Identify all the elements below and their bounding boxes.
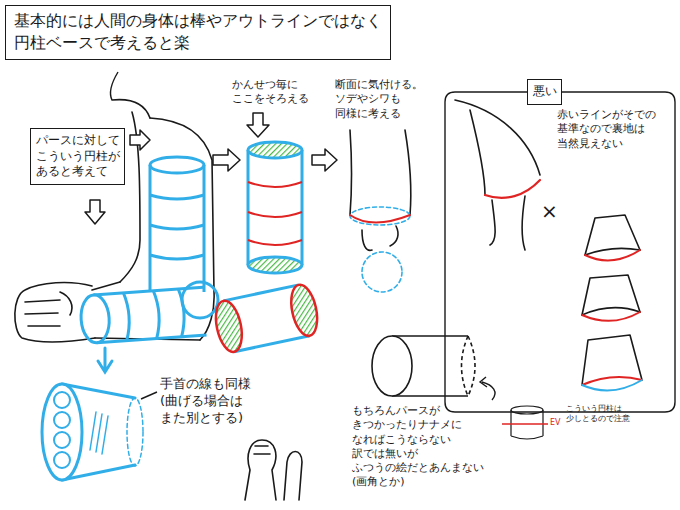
forearm-line bbox=[362, 226, 398, 250]
hand-circle bbox=[362, 252, 402, 292]
cylinder-side bbox=[248, 150, 302, 265]
forearm-cylinder bbox=[79, 287, 206, 344]
plain-cylinder bbox=[372, 336, 475, 396]
cylinder-top bbox=[248, 142, 302, 158]
cylinder-end bbox=[287, 282, 321, 338]
hollow-arrow bbox=[312, 149, 337, 171]
thumb bbox=[60, 292, 72, 315]
cylinder-end bbox=[42, 384, 82, 480]
joint-cylinder bbox=[248, 142, 302, 273]
bad-example-tag: 悪い bbox=[527, 79, 562, 105]
title-box: 基本的には人間の身体は棒やアウトラインではなく 円柱ベースで考えると楽 bbox=[5, 5, 391, 60]
finger-lines bbox=[25, 300, 60, 326]
shoulder-line bbox=[112, 100, 150, 118]
cylinder-top bbox=[511, 406, 543, 414]
perspective-note: もちろんパースが きつかったりナナメに なればこうならない 訳では無いが ふつう… bbox=[352, 404, 484, 490]
joint-note: かんせつ毎に ここをそろえる bbox=[232, 78, 309, 107]
wrist-cylinder bbox=[42, 348, 143, 480]
forearm-contour bbox=[92, 282, 120, 290]
note-box: パースに対して こういう円柱が あると考えて bbox=[30, 128, 125, 185]
sleeve-hem bbox=[350, 215, 410, 223]
finger-lines bbox=[254, 446, 270, 454]
sleeve-edge bbox=[455, 100, 540, 195]
cylinder-end bbox=[372, 336, 412, 396]
tilted-cylinder bbox=[212, 282, 322, 354]
wrist-note: 手首の線も同様 (曲げる場合は また別とする) bbox=[160, 376, 251, 427]
finger-circle bbox=[54, 432, 70, 448]
cross-section-note: 断面に気付ける。 ソデやシワも 同様に考える bbox=[335, 78, 423, 121]
hollow-arrow bbox=[247, 113, 269, 137]
sleeve-hem bbox=[582, 312, 640, 321]
cross-section bbox=[582, 380, 642, 390]
finger-circle bbox=[54, 392, 70, 408]
sleeve-hem bbox=[585, 250, 640, 260]
arm-cylinders bbox=[79, 157, 218, 344]
sleeve-shape bbox=[582, 275, 640, 315]
sleeve-edge bbox=[350, 130, 411, 215]
fist bbox=[284, 452, 302, 501]
cross-mark: × bbox=[541, 198, 558, 224]
fist bbox=[245, 440, 276, 500]
hollow-arrow bbox=[85, 200, 105, 224]
sleeve-examples bbox=[582, 215, 642, 390]
cylinder-ring bbox=[123, 289, 185, 341]
elbow-joint bbox=[182, 282, 218, 318]
forearm-line bbox=[490, 196, 525, 250]
sleeve-shape bbox=[585, 215, 640, 255]
cylinder-end bbox=[212, 298, 246, 354]
finger-circle bbox=[54, 412, 70, 428]
eye-level-line bbox=[502, 423, 548, 425]
box-text: 悪い bbox=[533, 84, 557, 100]
sleeve-shape bbox=[582, 335, 642, 385]
sleeve-sketch bbox=[350, 130, 411, 292]
heading-title: 基本的には人間の身体は棒やアウトラインではなく 円柱ベースで考えると楽 bbox=[14, 10, 382, 55]
leader-line bbox=[110, 72, 118, 100]
shading bbox=[90, 412, 108, 454]
joint-ring bbox=[248, 182, 302, 245]
cylinder-ring bbox=[150, 195, 204, 259]
cylinder-side bbox=[150, 165, 204, 292]
cylinder-top bbox=[150, 157, 204, 173]
down-arrow bbox=[98, 348, 112, 372]
cross-section bbox=[350, 207, 410, 225]
sleeve-hem bbox=[485, 180, 540, 198]
sleeve-inner bbox=[582, 308, 640, 315]
cylinder-caution: こういう円柱は 少しとるので注意 bbox=[566, 404, 630, 425]
cylinder-end bbox=[79, 294, 110, 344]
hollow-arrow bbox=[130, 130, 150, 150]
red-line-note: 赤いラインがそでの 基準なので裏地は 当然見えない bbox=[557, 108, 656, 151]
finger-circle bbox=[54, 452, 70, 468]
leader-line bbox=[141, 392, 157, 399]
cross-section bbox=[127, 398, 143, 466]
fist-figure bbox=[245, 440, 302, 500]
pointer-arrow bbox=[480, 377, 495, 400]
hollow-arrow bbox=[213, 149, 240, 171]
cylinder-bottom bbox=[248, 257, 302, 273]
box-text: パースに対して こういう円柱が あると考えて bbox=[36, 133, 120, 180]
cylinder-end bbox=[462, 336, 476, 396]
small-cylinder bbox=[502, 406, 548, 439]
bad-sleeve-sketch bbox=[455, 100, 540, 250]
eye-level-label: EV bbox=[550, 418, 561, 428]
panel-frame bbox=[445, 92, 675, 412]
